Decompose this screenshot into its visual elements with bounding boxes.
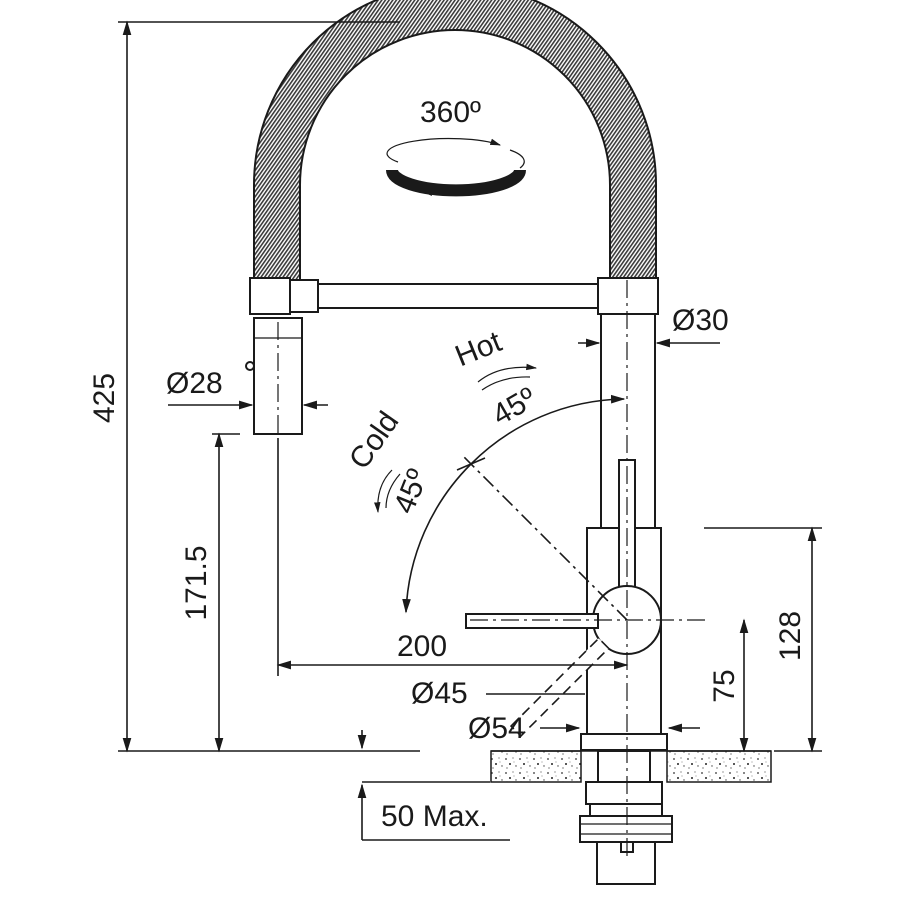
spray-head [245,317,303,435]
mounting-assembly [579,750,673,885]
center-lines [277,280,705,860]
angle-arcs [374,363,628,621]
label-spray-diameter: Ø28 [166,367,223,400]
label-lever-height: 75 [708,669,741,702]
label-hose-diameter: Ø30 [672,304,729,337]
dim-spray-height [212,432,240,753]
dim-overall-height [118,20,420,753]
dim-body-height [704,526,822,753]
label-rotation: 360º [420,96,481,129]
label-base-diameter: Ø54 [468,712,525,745]
label-body-height: 128 [774,611,807,661]
dim-reach [276,438,629,676]
support-bar [249,277,659,315]
label-cold-angle: 45º [388,465,435,519]
label-height-total: 425 [88,373,121,423]
label-hot-angle: 45º [487,381,542,432]
label-reach: 200 [397,630,447,663]
label-hot: Hot [451,325,507,373]
countertop [490,750,772,783]
dim-countertop-thickness [357,730,510,841]
label-body-diameter: Ø45 [411,677,468,710]
label-spray-height: 171.5 [180,545,213,620]
label-countertop-max: 50 Max. [381,800,488,833]
spring-hose [253,0,657,282]
label-cold: Cold [343,406,405,475]
rotation-indicator [386,137,526,197]
